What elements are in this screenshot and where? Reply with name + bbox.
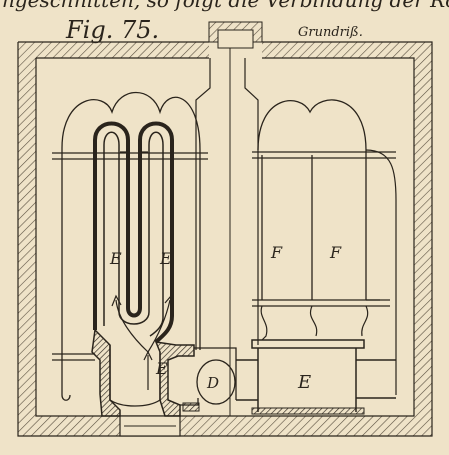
label-e-left-outer: E	[109, 249, 122, 268]
label-f-right: F	[329, 243, 342, 262]
figure-label: Fig. 75.	[65, 16, 159, 44]
label-e-bottom: E	[155, 359, 168, 378]
right-radiator-ribs	[252, 151, 396, 307]
firebox-outline	[109, 345, 161, 407]
right-radiator-lower-bulge	[260, 305, 369, 341]
flow-arrow-right	[147, 299, 171, 353]
label-e-right: E	[297, 372, 311, 393]
flue-pipe	[195, 58, 259, 350]
right-e-box	[236, 348, 396, 412]
chimney-flue	[217, 29, 254, 49]
cut-text-line: ngeschnitten, so folgt die Verbindung de…	[2, 0, 449, 12]
flow-arrow-left	[115, 299, 149, 353]
right-e-top-bar	[251, 339, 365, 349]
view-label: Grundriß.	[298, 25, 363, 40]
flow-arrowheads	[111, 294, 173, 361]
d-flange-hatched	[182, 402, 200, 412]
left-radiator-outer-outline	[61, 91, 201, 401]
left-heater-thick-wall	[93, 121, 174, 344]
label-e-left-inner: E	[159, 249, 172, 268]
right-radiator-outer-column	[365, 149, 397, 395]
outer-wall-hatching	[18, 42, 432, 436]
right-e-bottom-bar	[251, 407, 365, 415]
outer-wall-outline	[17, 41, 433, 437]
label-f-left: F	[270, 243, 283, 262]
d-cylinder	[196, 359, 236, 405]
right-radiator-f-outline	[257, 99, 367, 300]
left-heater-inner-wall	[103, 131, 164, 337]
label-d: D	[206, 374, 219, 392]
